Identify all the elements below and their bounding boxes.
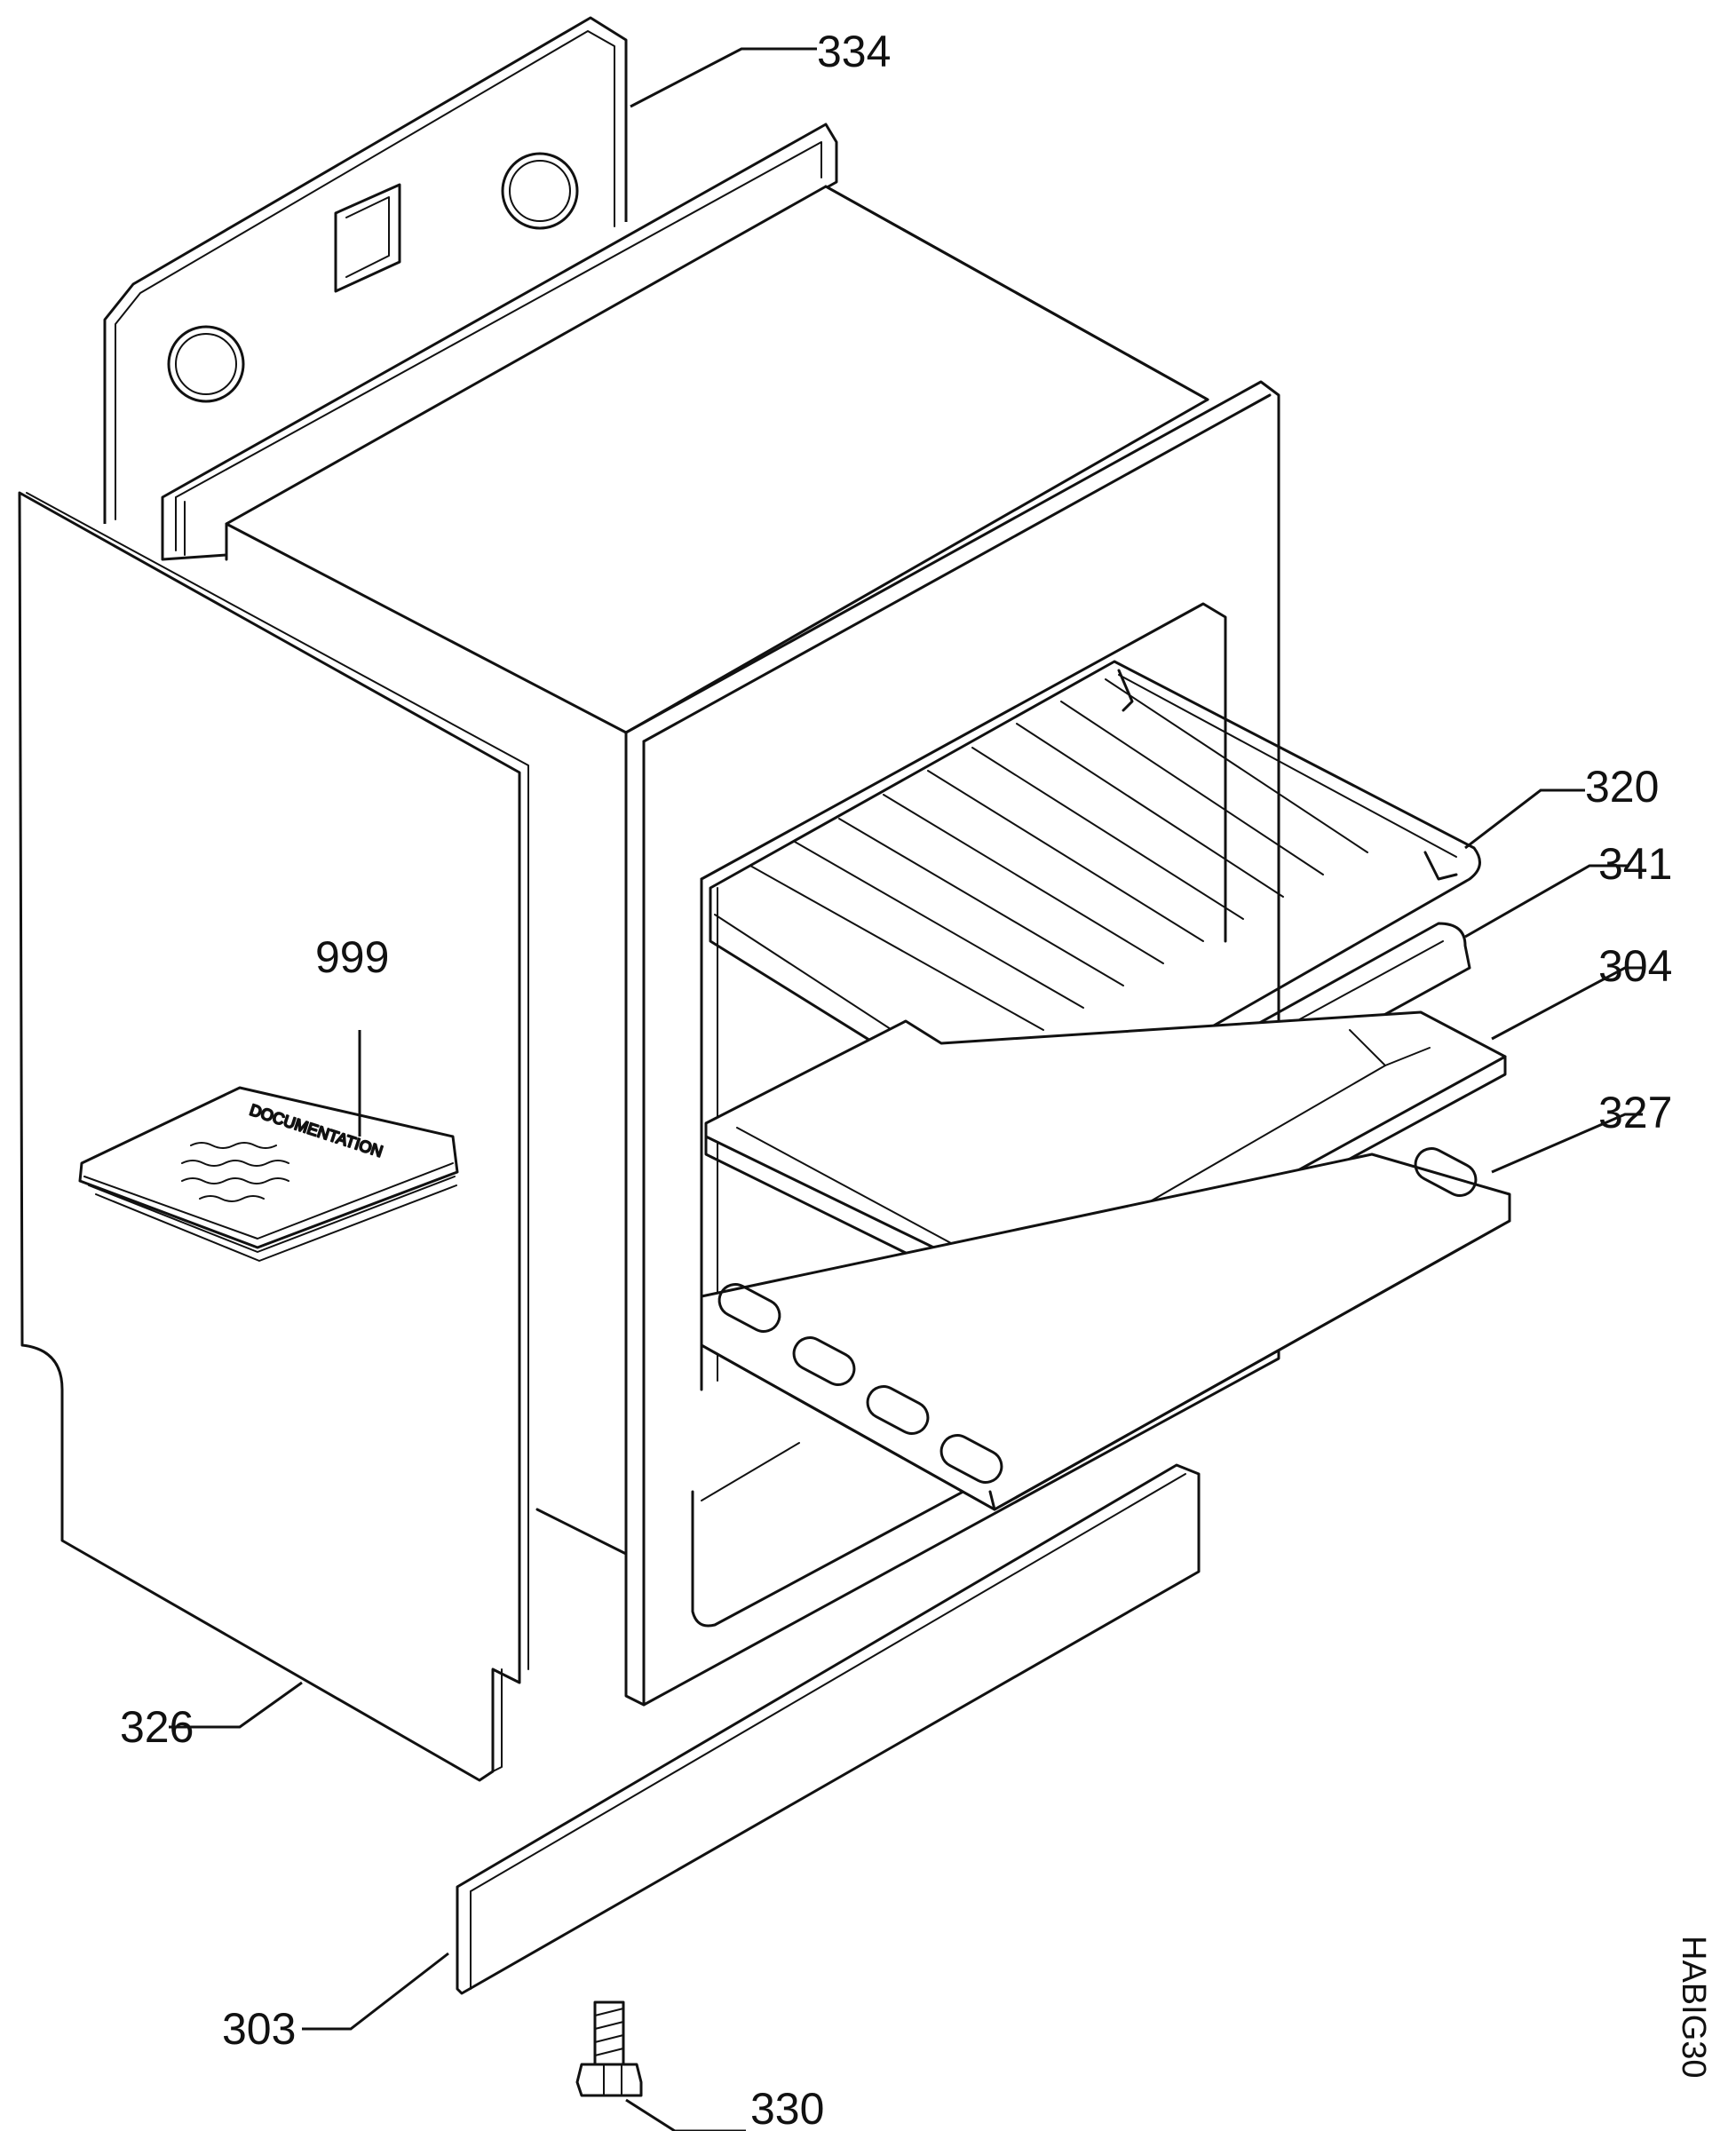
back-panel-334 <box>103 16 628 524</box>
leader-lines <box>169 47 1643 2131</box>
label-341: 341 <box>1598 839 1672 889</box>
callout-labels: 334 320 341 304 327 999 326 303 330 HABI… <box>120 27 1712 2131</box>
label-334: 334 <box>817 27 891 76</box>
label-320: 320 <box>1585 762 1659 812</box>
documentation-booklet-999: DOCUMENTATION <box>78 1086 459 1262</box>
screw-330 <box>575 2000 643 2097</box>
label-327: 327 <box>1598 1088 1672 1137</box>
enamel-bottom-327 <box>700 1147 1511 1511</box>
label-326: 326 <box>120 1702 194 1752</box>
label-999: 999 <box>315 932 389 982</box>
label-303: 303 <box>222 2004 296 2054</box>
plinth-strip-303 <box>456 1463 1201 1995</box>
drawing-code: HABIG30 <box>1675 1936 1712 2079</box>
label-330: 330 <box>750 2084 824 2131</box>
label-304: 304 <box>1598 941 1672 991</box>
